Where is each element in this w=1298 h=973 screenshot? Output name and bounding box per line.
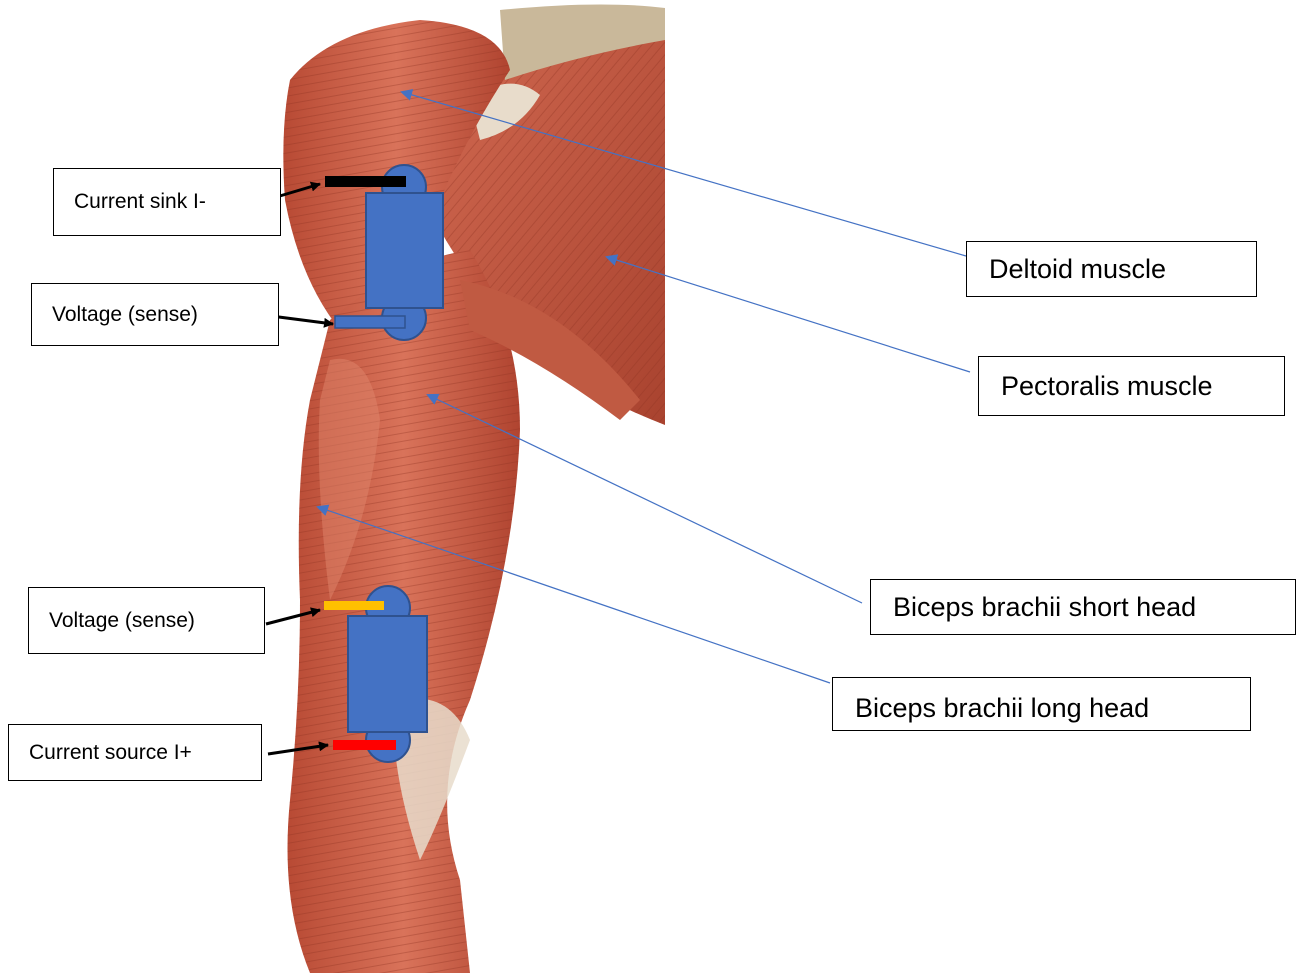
current-sink-text: Current sink I- (74, 190, 206, 214)
deltoid-text: Deltoid muscle (989, 254, 1166, 285)
biceps-short-label: Biceps brachii short head (870, 579, 1296, 635)
voltage-sense-lower-text: Voltage (sense) (49, 609, 195, 633)
current-source-label: Current source I+ (8, 724, 262, 781)
pectoralis-text: Pectoralis muscle (1001, 371, 1213, 402)
voltage-sense-lower-label: Voltage (sense) (28, 587, 265, 654)
current-source-contact (333, 740, 396, 750)
current-source-text: Current source I+ (29, 741, 192, 765)
voltage-lower-contact (324, 601, 384, 610)
current-sink-contact (325, 176, 406, 187)
current-sink-label: Current sink I- (53, 168, 281, 236)
pectoralis-label: Pectoralis muscle (978, 356, 1285, 416)
biceps-long-text: Biceps brachii long head (855, 693, 1149, 724)
biceps-long-label: Biceps brachii long head (832, 677, 1251, 731)
voltage-upper-contact (335, 316, 405, 328)
voltage-sense-upper-text: Voltage (sense) (52, 303, 198, 327)
arm-region (288, 250, 641, 973)
deltoid-label: Deltoid muscle (966, 241, 1257, 297)
biceps-short-text: Biceps brachii short head (893, 592, 1196, 623)
voltage-upper-arrow (271, 316, 333, 324)
voltage-sense-upper-label: Voltage (sense) (31, 283, 279, 346)
